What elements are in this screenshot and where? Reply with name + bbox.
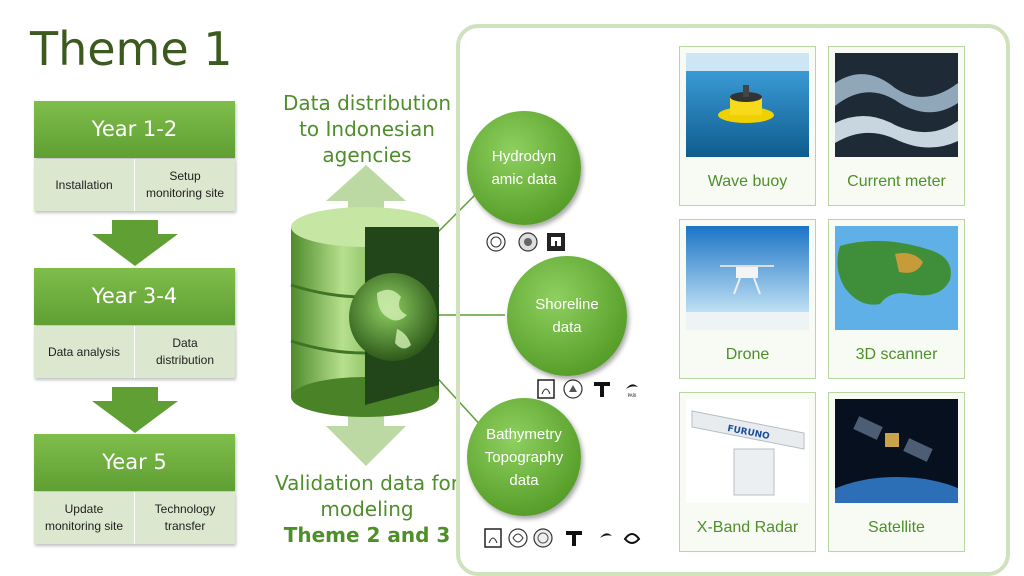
validation-label-text: Validation data for modeling (274, 471, 460, 521)
timeline-block-year-5: Year 5 Update monitoring site Technology… (34, 434, 235, 544)
agency-seal-icon (508, 528, 528, 548)
agency-emblem-icon (537, 379, 555, 399)
validation-label: Validation data for modeling Theme 2 and… (262, 470, 472, 548)
year-heading: Year 5 (34, 434, 235, 491)
agency-seal-icon (518, 232, 538, 252)
3d-scanner-image (835, 226, 958, 330)
agency-seal-icon (486, 232, 506, 252)
page-title: Theme 1 (30, 22, 233, 76)
task-label: Installation (55, 177, 113, 192)
down-arrow-icon (92, 387, 178, 433)
satellite-image (835, 399, 958, 503)
task-label: Data distribution (134, 326, 235, 378)
timeline-block-year-1-2: Year 1-2 Installation Setup monitoring s… (34, 101, 235, 211)
instruments-panel (456, 24, 1010, 576)
card-current-meter: Current meter (828, 46, 965, 206)
card-caption: Current meter (847, 173, 946, 190)
bubble-bathymetry-topography-data: Bathymetry Topography data (467, 398, 581, 516)
pari-logo-icon: PARI (626, 384, 638, 398)
validation-label-themes: Theme 2 and 3 (283, 523, 451, 547)
institute-t-logo-icon (594, 382, 610, 397)
distribution-label: Data distribution to Indonesian agencies (282, 91, 452, 167)
agency-seal-icon (563, 379, 583, 399)
year-heading: Year 1-2 (34, 101, 235, 158)
x-band-radar-image: FURUNO (686, 399, 809, 503)
card-caption: Drone (725, 346, 770, 363)
university-logo-icon (547, 233, 565, 251)
up-arrow-icon (326, 165, 406, 225)
card-caption: X-Band Radar (696, 519, 799, 536)
down-arrow-icon (92, 220, 178, 266)
agency-emblem-icon (484, 528, 502, 548)
pari-logo-text: PARI (628, 393, 637, 398)
bubble-hydrodynamic-data: Hydrodyn amic data (467, 111, 581, 225)
task-label: Data analysis (47, 344, 121, 359)
task-label: Update monitoring site (44, 502, 124, 533)
year-heading: Year 3-4 (34, 268, 235, 325)
year-tasks: Installation Setup monitoring site (34, 159, 235, 211)
drone-image (686, 226, 809, 330)
card-x-band-radar: FURUNO X-Band Radar (679, 392, 816, 552)
year-tasks: Data analysis Data distribution (34, 326, 235, 378)
year-tasks: Update monitoring site Technology transf… (34, 492, 235, 544)
card-caption: 3D scanner (855, 346, 938, 363)
card-caption: Satellite (868, 519, 925, 536)
institute-t-logo-icon (566, 531, 582, 546)
wave-buoy-image (686, 53, 809, 157)
task-label: Technology transfer (134, 492, 235, 544)
card-wave-buoy: Wave buoy (679, 46, 816, 206)
card-caption: Wave buoy (707, 173, 788, 190)
agency-emblem-icon (623, 533, 641, 544)
database-globe-icon (290, 207, 440, 417)
bubble-shoreline-data: Shoreline data (507, 256, 627, 376)
card-satellite: Satellite (828, 392, 965, 552)
current-meter-image (835, 53, 958, 157)
agency-seal-icon (533, 528, 553, 548)
task-label: Setup monitoring site (134, 159, 235, 211)
timeline-block-year-3-4: Year 3-4 Data analysis Data distribution (34, 268, 235, 378)
card-3d-scanner: 3D scanner (828, 219, 965, 379)
down-arrow-icon (326, 400, 406, 466)
card-drone: Drone (679, 219, 816, 379)
pari-logo-icon (600, 533, 612, 538)
